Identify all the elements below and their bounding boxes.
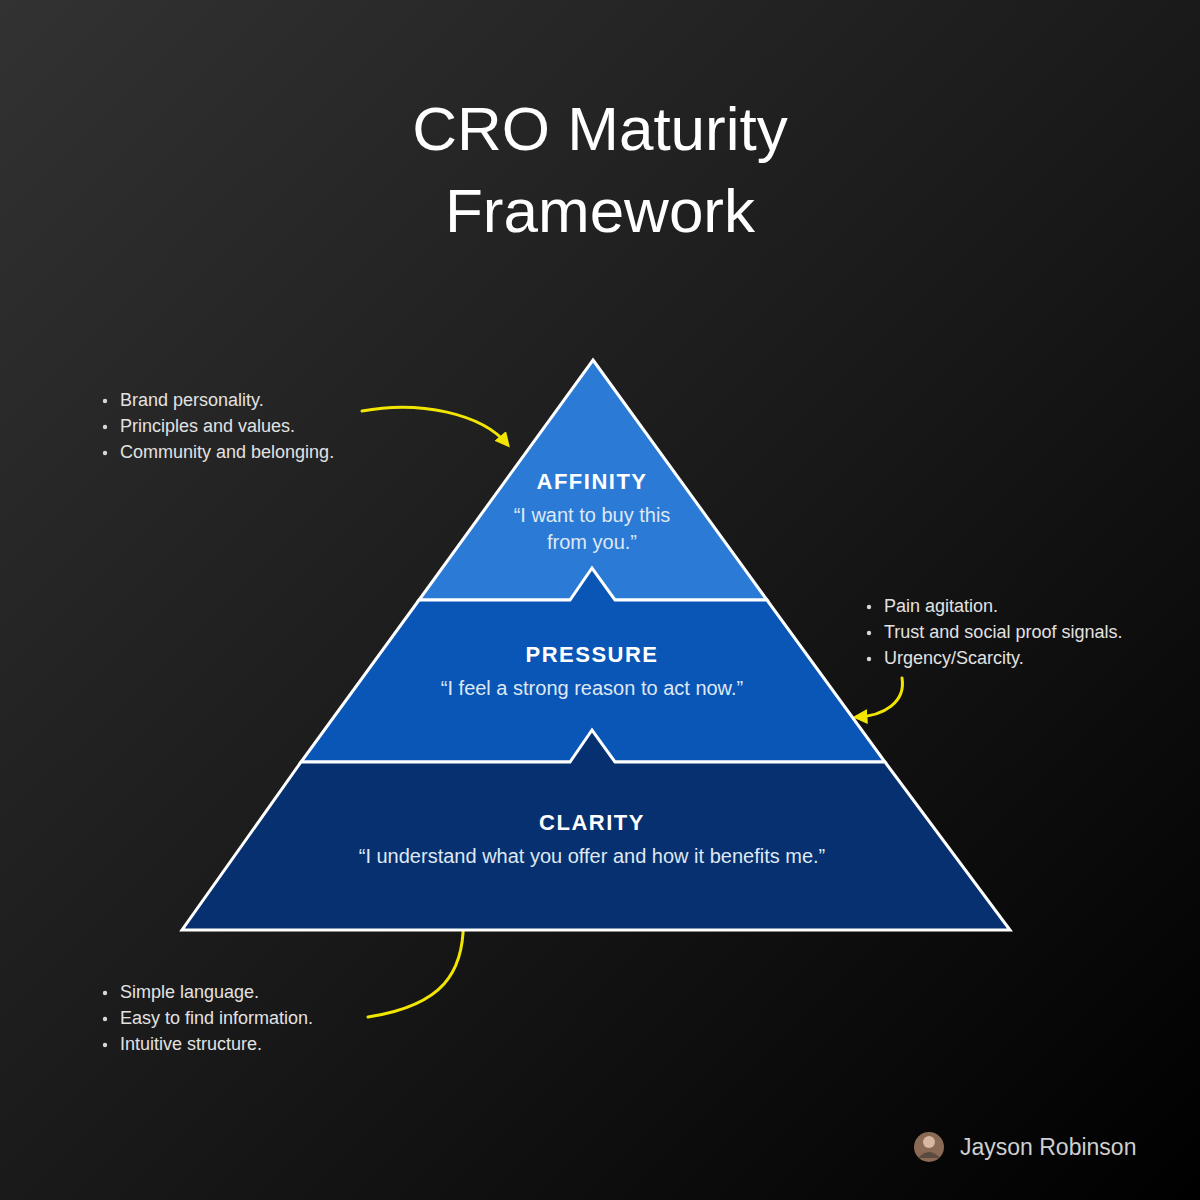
band-quote: “I feel a strong reason to act now.” [332, 675, 852, 702]
bullet-note: Simple language. [120, 979, 259, 1005]
diagram-title: CRO Maturity Framework [360, 88, 840, 252]
band-outline [419, 360, 767, 600]
band-heading: CLARITY [242, 809, 942, 837]
band-text-group: PRESSURE “I feel a strong reason to act n… [332, 641, 852, 702]
bullet-note: Easy to find information. [120, 1005, 313, 1031]
author-name: Jayson Robinson [960, 1132, 1136, 1162]
bullet-note: Principles and values. [120, 413, 295, 439]
band-text-group: AFFINITY “I want to buy this from you.” [502, 468, 682, 556]
bullet-note: Intuitive structure. [120, 1031, 262, 1057]
pyramid-band: AFFINITY “I want to buy this from you.” [419, 360, 767, 600]
bullet-note: Community and belonging. [120, 439, 334, 465]
band-text-group: CLARITY “I understand what you offer and … [242, 809, 942, 870]
bullet-note: Trust and social proof signals. [884, 619, 1122, 645]
bullet-note: Urgency/Scarcity. [884, 645, 1024, 671]
band-quote: “I want to buy this from you.” [502, 502, 682, 556]
pyramid-band: CLARITY “I understand what you offer and … [182, 730, 1010, 930]
author-avatar [914, 1132, 944, 1162]
band-heading: PRESSURE [332, 641, 852, 669]
band-heading: AFFINITY [502, 468, 682, 496]
bullet-note: Pain agitation. [884, 593, 998, 619]
bullet-note: Brand personality. [120, 387, 264, 413]
band-quote: “I understand what you offer and how it … [242, 843, 942, 870]
band-outline [182, 730, 1010, 930]
